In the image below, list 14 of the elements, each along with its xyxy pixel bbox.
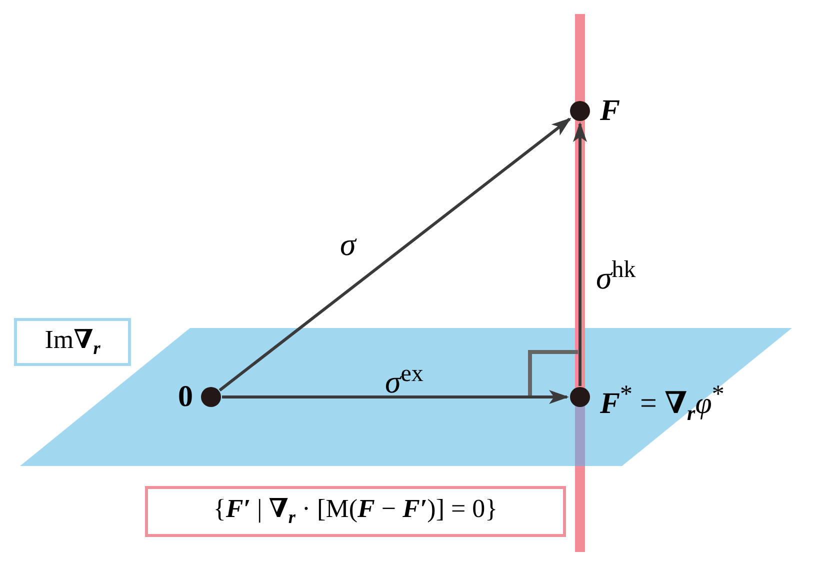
label-box	[14, 318, 131, 366]
math-label: Im∇$_{r}$	[44, 324, 100, 360]
edge-label: σ$^{ex}$	[385, 362, 424, 398]
arrow	[222, 390, 569, 404]
edge-label: σ	[340, 228, 356, 260]
edge-label: σ$^{hk}$	[596, 258, 636, 294]
point-label: F	[600, 96, 620, 126]
point-label: F$^{*}$ = ∇$_{r}$φ$^{*}$	[600, 382, 724, 424]
arrow	[573, 122, 587, 386]
math-label: {F′ | ∇$_{r}$ · [M(F − F′)] = 0}	[213, 494, 498, 529]
point-label: 0	[178, 382, 193, 412]
label-box	[145, 486, 566, 537]
point-dot	[570, 101, 590, 121]
arrow	[218, 118, 572, 392]
